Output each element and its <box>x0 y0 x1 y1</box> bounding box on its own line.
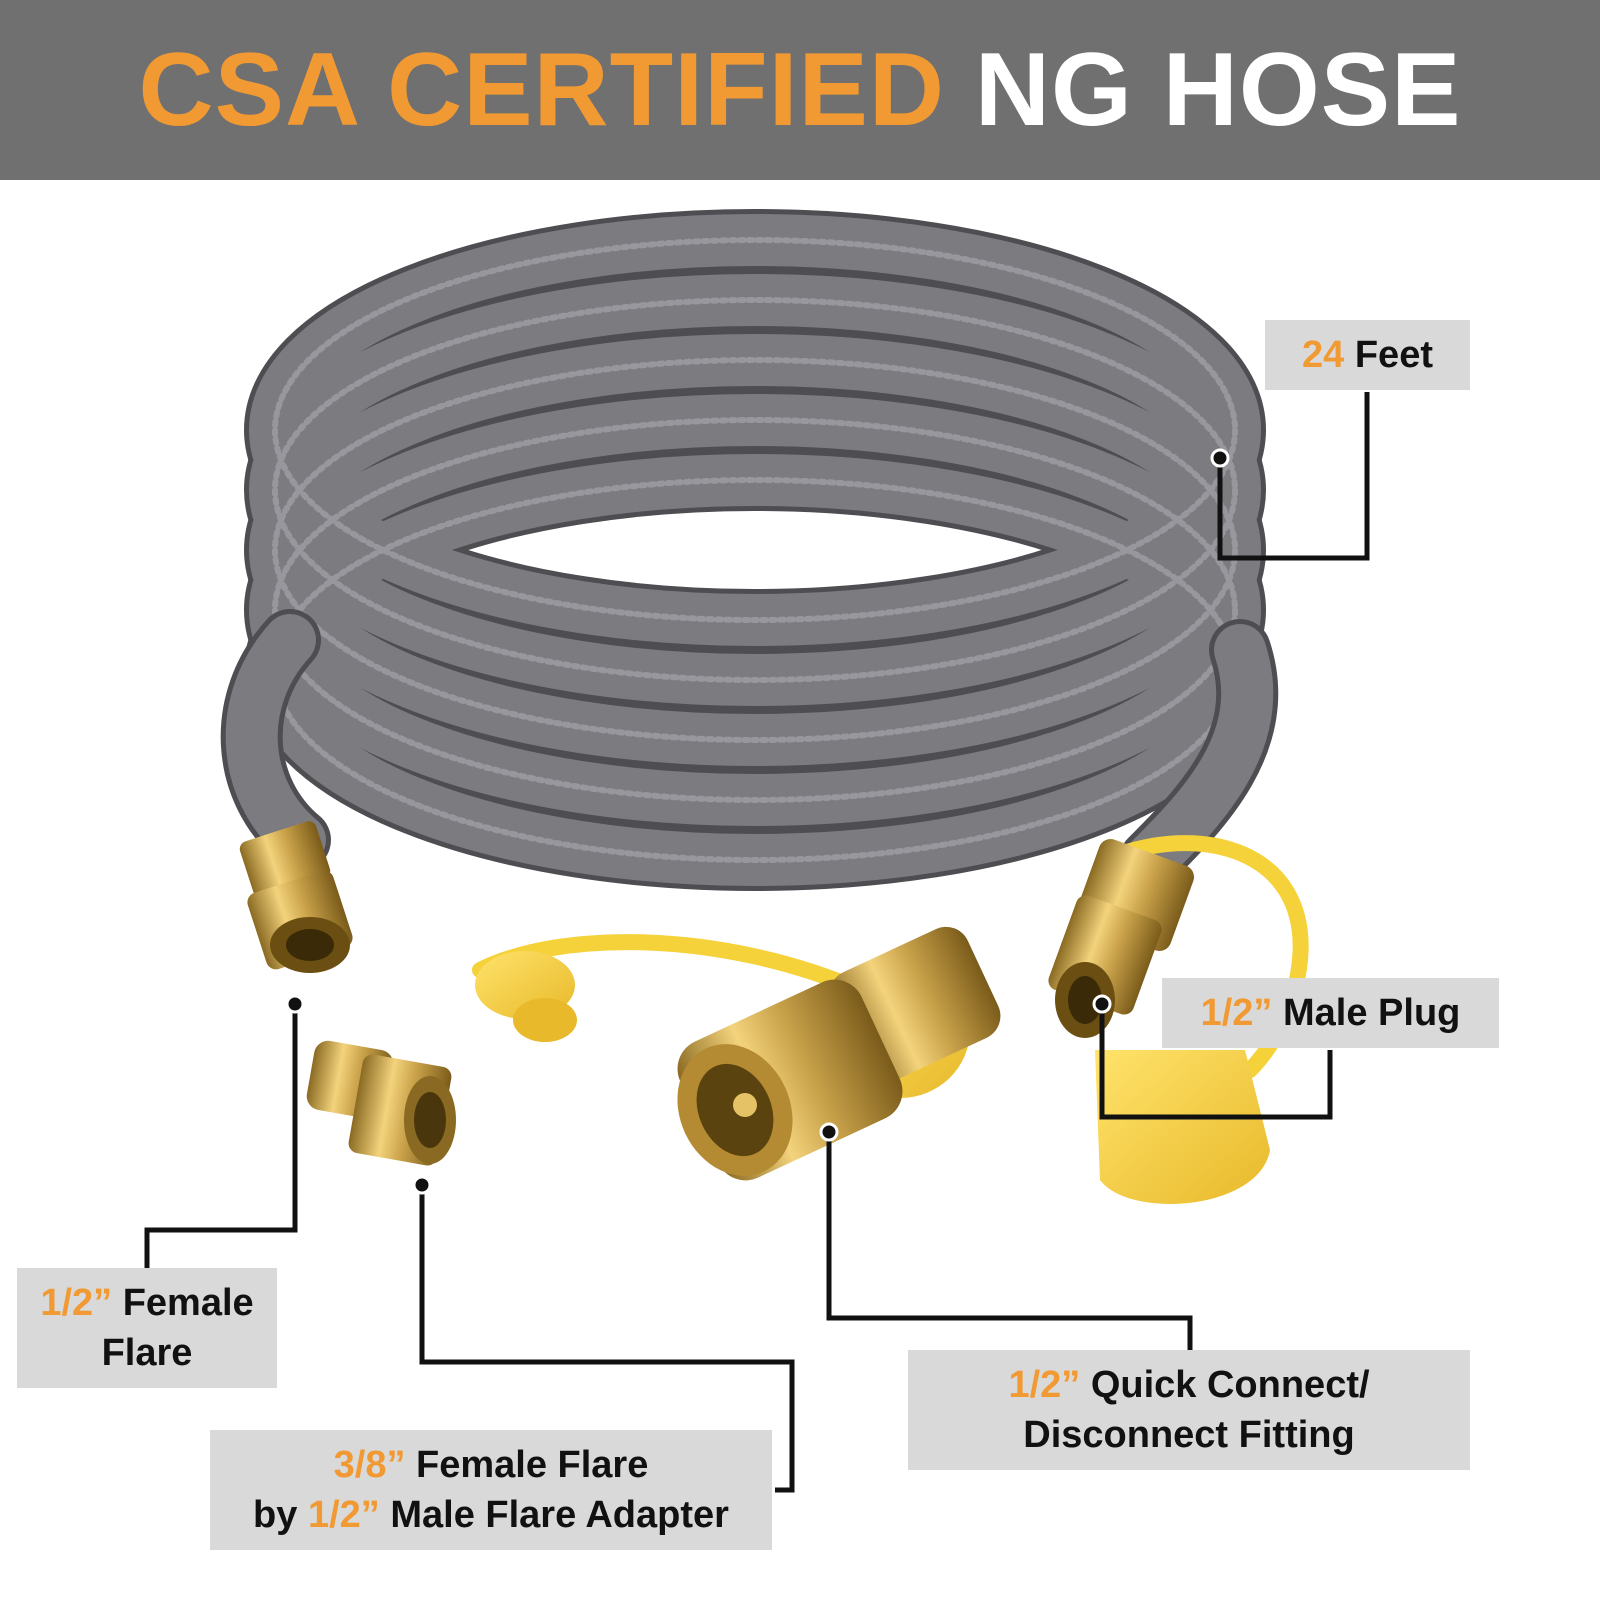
leader-quick-connect <box>826 1132 1193 1350</box>
adapter-accent: 3/8” <box>333 1444 406 1486</box>
label-quick-connect: 1/2” Quick Connect/ Disconnect Fitting <box>908 1350 1470 1470</box>
length-text: Feet <box>1354 334 1433 376</box>
title-accent: CSA CERTIFIED <box>138 32 945 148</box>
label-adapter: 3/8” Female Flare by 1/2” Male Flare Ada… <box>210 1430 772 1550</box>
callout-dots <box>285 448 1230 1195</box>
female-flare-accent: 1/2” <box>40 1282 113 1324</box>
leader-length <box>1217 392 1370 561</box>
adapter-line2-accent: 1/2” <box>307 1494 380 1536</box>
length-accent: 24 <box>1302 334 1345 376</box>
title-rest: NG HOSE <box>974 32 1462 148</box>
dot-length <box>1210 448 1230 468</box>
leader-adapter <box>419 1185 795 1493</box>
male-plug-text: Male Plug <box>1283 992 1461 1034</box>
leader-female-flare <box>144 1004 298 1272</box>
title-banner: CSA CERTIFIED NG HOSE <box>0 0 1600 180</box>
callout-lines <box>144 392 1370 1493</box>
label-length: 24 Feet <box>1265 320 1470 390</box>
male-plug <box>1048 835 1309 1204</box>
label-female-flare: 1/2” Female Flare <box>17 1268 277 1388</box>
adapter-line2-pre: by <box>253 1494 298 1536</box>
hose-coil <box>220 209 1279 891</box>
adapter-text: Female Flare <box>416 1444 649 1486</box>
male-plug-accent: 1/2” <box>1200 992 1273 1034</box>
female-flare-fitting <box>239 821 353 973</box>
dot-quick-connect <box>819 1122 839 1142</box>
label-male-plug: 1/2” Male Plug <box>1162 978 1499 1048</box>
quick-connect-accent: 1/2” <box>1008 1364 1081 1406</box>
page-title: CSA CERTIFIED NG HOSE <box>138 38 1461 142</box>
adapter-line2-text: Male Flare Adapter <box>390 1494 729 1536</box>
flare-adapter <box>306 1040 456 1166</box>
dot-male-plug <box>1092 994 1112 1014</box>
leader-male-plug <box>1099 1004 1333 1120</box>
dot-adapter <box>412 1175 432 1195</box>
female-flare-text: Female <box>122 1282 254 1324</box>
female-flare-line2: Flare <box>101 1332 193 1374</box>
quick-connect-line2: Disconnect Fitting <box>1023 1414 1355 1456</box>
quick-connect-fitting <box>472 926 1001 1181</box>
quick-connect-text: Quick Connect/ <box>1090 1364 1370 1406</box>
dot-female-flare <box>285 994 305 1014</box>
